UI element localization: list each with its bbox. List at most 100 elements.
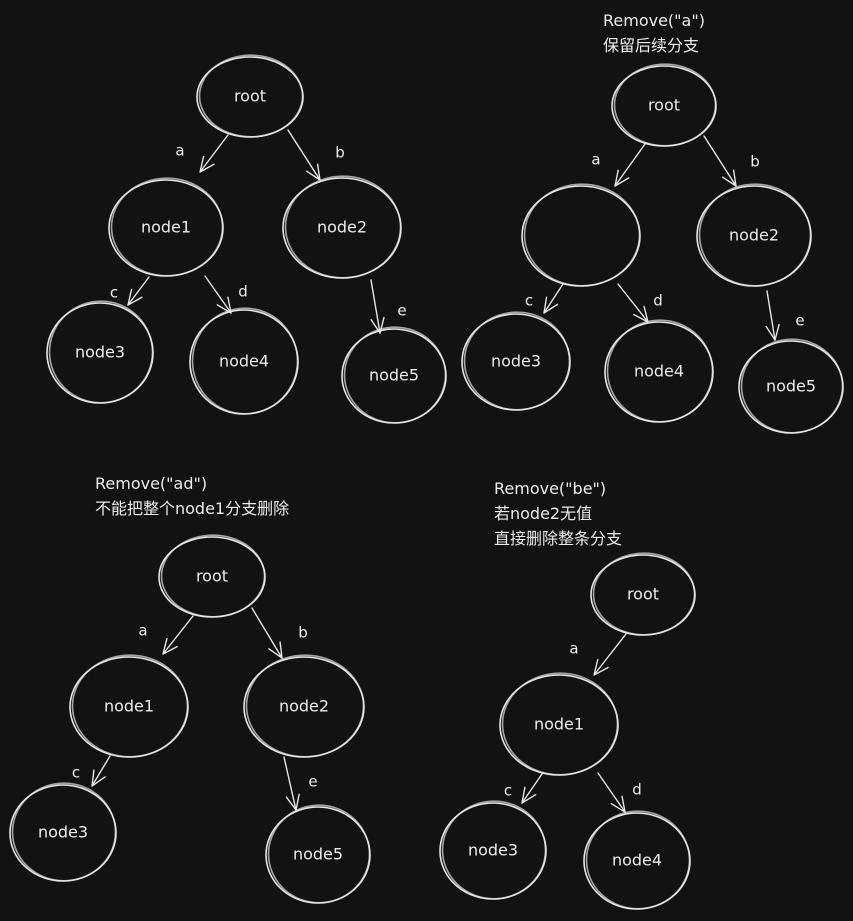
arrowhead-icon [614, 169, 630, 187]
caption-line: Remove("a") [603, 11, 705, 30]
edge-line [283, 756, 297, 811]
node-n2: node2 [696, 183, 812, 287]
node-label: root [234, 87, 266, 106]
edge-line [593, 633, 627, 676]
arrowhead-icon [91, 769, 106, 787]
caption-line: Remove("ad") [95, 474, 207, 493]
edge-label: c [72, 764, 80, 782]
node-label: node3 [491, 352, 541, 371]
caption-line: Remove("be") [494, 479, 606, 498]
arrowhead-icon [543, 296, 559, 314]
edge-line [766, 290, 776, 341]
node-label: node4 [612, 851, 662, 870]
edge-n1-n4: d [204, 275, 248, 314]
node-label: node1 [104, 697, 154, 716]
edge-label: a [175, 142, 184, 160]
node-n1: node1 [499, 672, 619, 776]
node-circle-sketch [110, 177, 224, 277]
node-circle-sketch [441, 800, 547, 900]
arrowhead-icon [721, 169, 737, 187]
node-label: node3 [468, 841, 518, 860]
node-n4: node4 [583, 810, 691, 910]
arrowhead-icon [268, 641, 283, 659]
node-circle-sketch [613, 63, 717, 147]
node-n5: node5 [265, 804, 371, 904]
node-label: node3 [38, 823, 88, 842]
node-n2: node2 [243, 654, 365, 758]
edge-n1-n4: d [617, 283, 663, 323]
edge-label: e [397, 302, 406, 320]
edge-line [617, 283, 649, 323]
arrowhead-icon [127, 288, 143, 306]
node-circle-sketch [245, 654, 365, 758]
node-circle-sketch [11, 782, 117, 882]
node-label: node5 [369, 366, 419, 385]
edge-n1-n3: c [504, 773, 543, 804]
node-label: node4 [634, 362, 684, 381]
edge-root-n2: b [251, 607, 308, 659]
node-root: root [158, 534, 266, 618]
node-n3: node3 [46, 300, 154, 404]
diagram-original: a b c d e root node1 node2 node3 node4 node5 [46, 54, 447, 424]
node-n1 [521, 183, 641, 287]
node-n3: node3 [461, 311, 571, 411]
diagram-remove-ad: Remove("ad") 不能把整个node1分支删除 a b c e root node1 n… [9, 474, 371, 904]
edge-label: e [308, 773, 317, 791]
node-circle-sketch [698, 183, 812, 287]
edge-n1-n3: c [110, 276, 150, 306]
node-label: node2 [317, 218, 367, 237]
node-circle-sketch [740, 338, 844, 434]
edge-line [199, 134, 229, 173]
edge-line [287, 129, 321, 181]
arrowhead-icon [162, 637, 178, 655]
caption-line: 不能把整个node1分支删除 [95, 499, 289, 518]
edge-root-n1: a [138, 615, 194, 655]
edge-line [543, 283, 564, 314]
node-label: node2 [729, 226, 779, 245]
node-label: node1 [141, 218, 191, 237]
arrowhead-icon [765, 323, 780, 341]
node-root: root [590, 552, 696, 636]
node-label: root [648, 96, 680, 115]
node-n1: node1 [108, 177, 224, 277]
node-circle-sketch [48, 300, 154, 404]
node-n4: node4 [189, 307, 299, 415]
edge-line [251, 607, 283, 659]
edge-label: b [750, 153, 760, 171]
node-n3: node3 [439, 800, 547, 900]
node-circle-sketch [501, 672, 619, 776]
node-label: node3 [75, 343, 125, 362]
edge-n2-n5: e [370, 279, 407, 334]
edge-root-n2: b [703, 135, 760, 187]
edge-line [370, 279, 381, 334]
edge-label: b [335, 144, 345, 162]
edge-label: a [591, 151, 600, 169]
edge-root-n1: a [591, 143, 646, 187]
node-circle-sketch [160, 534, 266, 618]
node-n1: node1 [69, 654, 189, 758]
node-label: node1 [534, 715, 584, 734]
edge-label: a [138, 622, 147, 640]
node-label: node5 [766, 377, 816, 396]
edge-n2-n5: e [765, 290, 805, 341]
edge-label: e [795, 312, 804, 330]
arrowhead-icon [370, 316, 385, 334]
node-label: root [196, 567, 228, 586]
node-label: node2 [279, 697, 329, 716]
edge-line [703, 135, 737, 187]
node-circle-sketch [463, 311, 571, 411]
arrowhead-icon [593, 658, 609, 676]
edge-n1-n3: c [72, 755, 111, 787]
caption-line: 若node2无值 [494, 504, 592, 523]
arrowhead-icon [199, 155, 215, 173]
node-n3: node3 [9, 782, 117, 882]
node-n2: node2 [282, 175, 402, 279]
edge-line [597, 772, 626, 813]
edge-label: b [298, 624, 308, 642]
edge-line [127, 276, 150, 306]
edge-line [91, 755, 111, 787]
edge-root-n2: b [287, 129, 345, 181]
edge-root-n1: a [569, 633, 627, 676]
